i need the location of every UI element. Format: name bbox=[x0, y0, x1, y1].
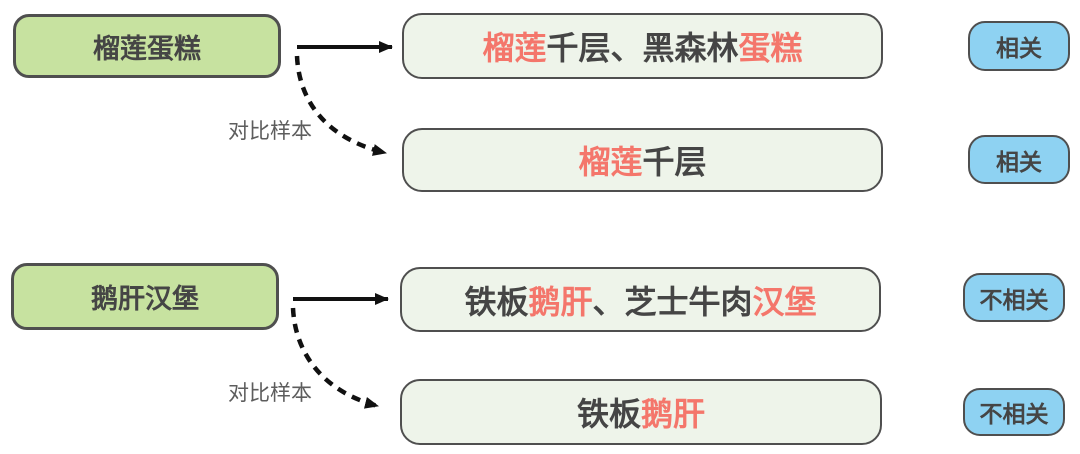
relevance-badge: 相关 bbox=[968, 21, 1070, 71]
text-segment: 铁板 bbox=[464, 283, 529, 320]
text-segment: 鹅肝 bbox=[528, 283, 593, 320]
anchor-query-box: 鹅肝汉堡 bbox=[11, 263, 279, 330]
edge-label-comparison-sample: 对比样本 bbox=[228, 382, 312, 405]
anchor-query-box: 榴莲蛋糕 bbox=[13, 14, 281, 78]
text-segment: 千层 bbox=[642, 144, 707, 180]
relevance-badge: 不相关 bbox=[963, 273, 1065, 322]
relevance-badge: 不相关 bbox=[963, 388, 1065, 436]
recall-result-box: 铁板鹅肝 bbox=[400, 379, 882, 445]
edge-label-comparison-sample: 对比样本 bbox=[228, 120, 312, 143]
text-segment: 铁板 bbox=[576, 396, 641, 432]
text-segment: 、芝士牛肉 bbox=[592, 283, 753, 320]
text-segment: 蛋糕 bbox=[738, 30, 803, 66]
relevance-badge: 相关 bbox=[968, 135, 1070, 184]
text-segment: 鹅肝 bbox=[641, 396, 706, 432]
recall-result-box: 榴莲千层、黑森林蛋糕 bbox=[402, 13, 883, 79]
text-segment: 榴莲 bbox=[482, 30, 547, 66]
recall-result-box: 榴莲千层 bbox=[402, 128, 883, 192]
text-segment: 榴莲 bbox=[578, 144, 643, 180]
text-segment: 汉堡 bbox=[752, 283, 817, 320]
recall-result-box: 铁板鹅肝、芝士牛肉汉堡 bbox=[400, 267, 881, 332]
text-segment: 千层、黑森林 bbox=[546, 30, 739, 66]
